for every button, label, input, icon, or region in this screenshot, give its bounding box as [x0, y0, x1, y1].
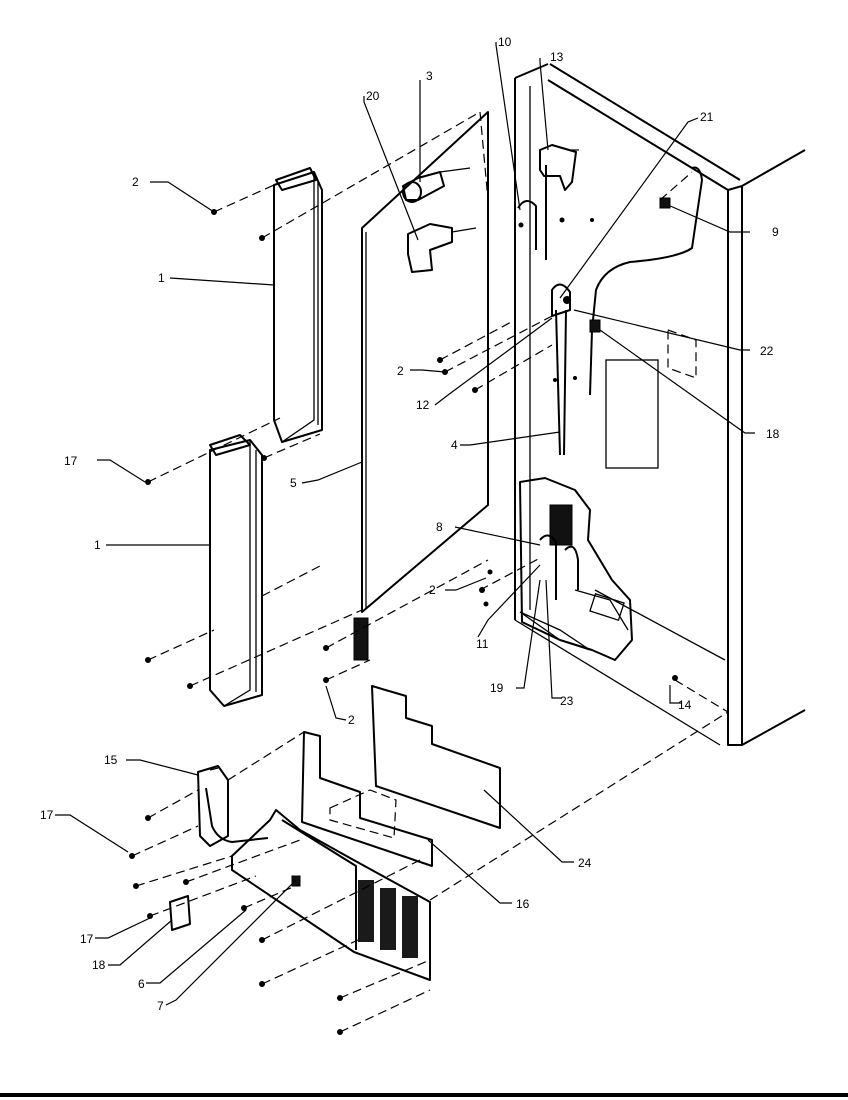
leader-lines: [55, 42, 755, 1006]
callout-17-upper: 17: [64, 454, 78, 468]
upper-trim-panel: [273, 167, 323, 443]
bottom-rule: [0, 1093, 848, 1097]
insulation-pad-24: [371, 685, 501, 829]
callout-12: 12: [416, 398, 430, 412]
callout-7: 7: [157, 999, 164, 1013]
callout-17-lower: 17: [80, 932, 94, 946]
callout-19: 19: [490, 681, 504, 695]
lower-trim-panel: [209, 434, 263, 707]
wire-harness: [589, 166, 703, 396]
callout-10: 10: [498, 35, 512, 49]
cabinet-back-wall: [514, 63, 806, 746]
callout-17-mid: 17: [40, 808, 54, 822]
callout-24: 24: [578, 856, 592, 870]
kick-plate: [169, 809, 431, 981]
callout-2-mid: 2: [397, 364, 404, 378]
callout-5: 5: [290, 476, 297, 490]
hinge-bracket: [407, 223, 477, 273]
callout-8: 8: [436, 520, 443, 534]
callout-labels: 2 1 3 20 10 13 21 9 22 18 2 12 4 5 17 1 …: [40, 35, 780, 1013]
callout-15: 15: [104, 753, 118, 767]
callout-4: 4: [451, 438, 458, 452]
callout-1-upper: 1: [158, 271, 165, 285]
callout-21: 21: [700, 110, 714, 124]
callout-18-lower: 18: [92, 958, 106, 972]
callout-23: 23: [560, 694, 574, 708]
water-tube-assembly: [517, 144, 577, 456]
callout-9: 9: [772, 225, 779, 239]
callout-1-lower: 1: [94, 538, 101, 552]
callout-3: 3: [426, 69, 433, 83]
callout-2-upper: 2: [132, 175, 139, 189]
back-panel: [353, 111, 489, 661]
insulation-pad-16: [301, 731, 433, 867]
callout-11: 11: [476, 637, 489, 651]
callout-14: 14: [678, 698, 692, 712]
mechanical-compartment: [483, 477, 633, 661]
callout-2-lower: 2: [348, 713, 355, 727]
callout-16: 16: [516, 897, 530, 911]
callout-13: 13: [550, 50, 564, 64]
air-duct-15: [197, 765, 269, 847]
assembly-lines: [131, 111, 729, 1033]
callout-18-upper: 18: [766, 427, 780, 441]
callout-2-right: 2: [429, 583, 436, 597]
callout-20: 20: [366, 89, 380, 103]
callout-22: 22: [760, 344, 774, 358]
callout-6: 6: [138, 977, 145, 991]
hinge-top: [402, 167, 471, 203]
